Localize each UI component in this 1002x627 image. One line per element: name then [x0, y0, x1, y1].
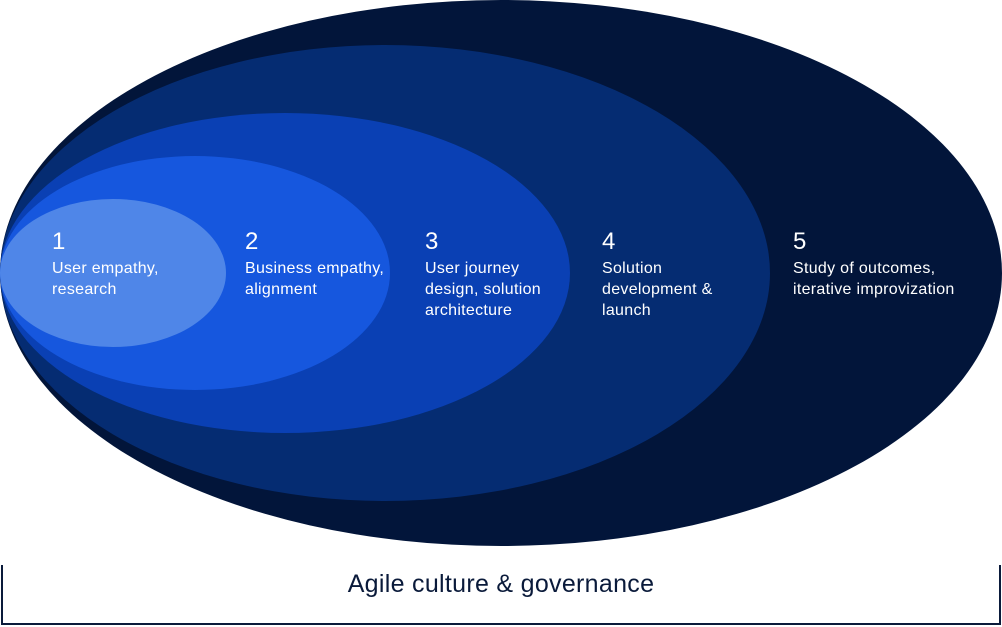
stage-1-ring: [0, 199, 226, 347]
stage-3-label: 3 User journey design, solution architec…: [425, 228, 541, 319]
stage-2-text-line: Business empathy,: [245, 260, 384, 277]
stage-2-label: 2 Business empathy, alignment: [245, 228, 384, 298]
stage-2-number: 2: [245, 228, 258, 255]
stage-3-number: 3: [425, 228, 438, 255]
stage-5-number: 5: [793, 228, 806, 255]
stage-4-text-line: launch: [602, 302, 651, 319]
stage-1-text-line: User empathy,: [52, 260, 159, 277]
stage-4-label: 4 Solution development & launch: [602, 228, 713, 319]
stage-5-label: 5 Study of outcomes, iterative improviza…: [793, 228, 955, 298]
stage-4-text-line: Solution: [602, 260, 662, 277]
stage-5-text-line: Study of outcomes,: [793, 260, 935, 277]
stage-rings: [0, 0, 1002, 546]
footer-bracket: [1, 565, 1001, 625]
footer-label: Agile culture & governance: [348, 570, 655, 598]
stage-4-number: 4: [602, 228, 615, 255]
stage-2-text-line: alignment: [245, 281, 317, 298]
stage-5-text-line: iterative improvization: [793, 281, 955, 298]
stage-1-number: 1: [52, 228, 65, 255]
stage-3-text-line: User journey: [425, 260, 519, 277]
stage-3-text-line: architecture: [425, 302, 512, 319]
stage-4-text-line: development &: [602, 281, 713, 298]
stage-1-label: 1 User empathy, research: [52, 228, 159, 298]
stage-1-text-line: research: [52, 281, 117, 298]
stage-3-text-line: design, solution: [425, 281, 541, 298]
